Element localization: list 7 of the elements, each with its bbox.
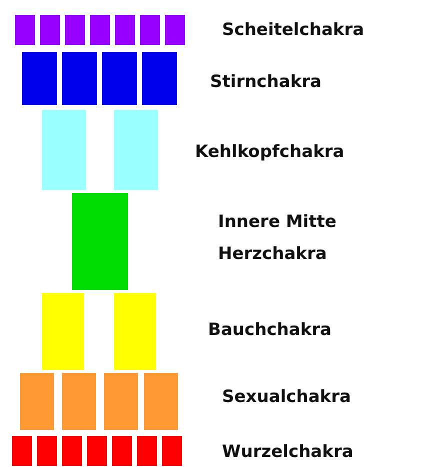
chakra-label: Stirnchakra	[210, 71, 322, 94]
chakra-label: Innere Mitte Herzchakra	[218, 211, 338, 266]
chakra-label: Kehlkopfchakra	[195, 141, 344, 164]
chakra-label: Bauchchakra	[208, 319, 332, 342]
chakra-label: Scheitelchakra	[222, 19, 364, 42]
chakra-label: Sexualchakra	[222, 386, 351, 409]
chakra-label: Wurzelchakra	[222, 441, 354, 464]
